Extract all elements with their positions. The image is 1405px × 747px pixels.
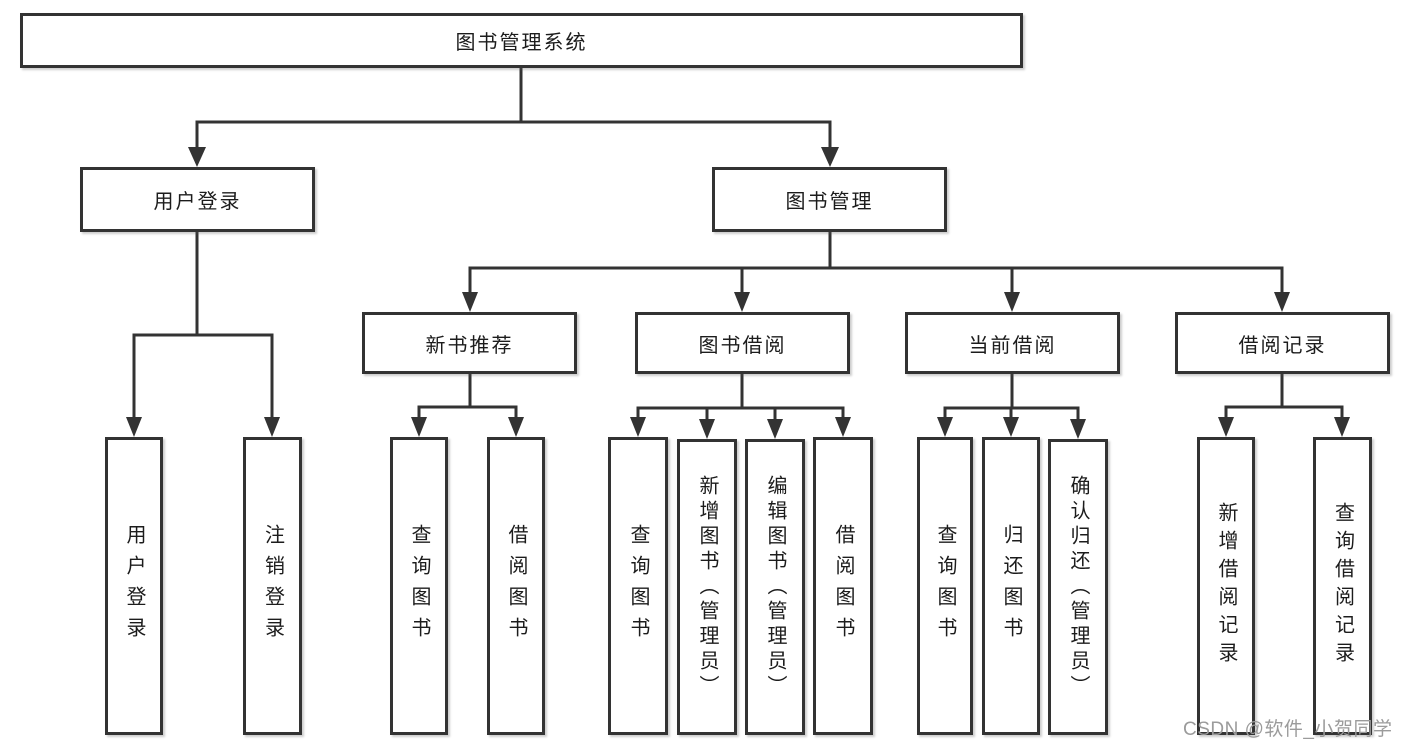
leaf-edit-books-admin: 编辑图书（管理员）: [745, 439, 805, 735]
node-book-borrowing: 图书借阅: [635, 312, 850, 374]
csdn-watermark: CSDN @软件_小贺同学: [1183, 719, 1393, 740]
node-label: 查询图书: [408, 524, 430, 648]
leaf-borrow-borrow-books: 借阅图书: [813, 437, 873, 735]
connector-newbooks-to-leaves: [417, 374, 518, 421]
node-label: 借阅图书: [832, 524, 854, 648]
node-label: 查询借阅记录: [1331, 502, 1354, 670]
node-label: 图书借阅: [698, 334, 787, 357]
node-label: 注销登录: [261, 524, 284, 648]
node-current-borrowing: 当前借阅: [905, 312, 1120, 374]
leaf-add-borrow-record: 新增借阅记录: [1197, 437, 1255, 735]
leaf-newbooks-query-books: 查询图书: [390, 437, 448, 735]
node-label: 归还图书: [1000, 524, 1022, 648]
leaf-return-books: 归还图书: [982, 437, 1040, 735]
connector-root-to-level2: [195, 68, 832, 152]
connector-records-to-leaves: [1224, 374, 1344, 421]
node-label: 用户登录: [153, 191, 242, 213]
leaf-user-login: 用户登录: [105, 437, 163, 735]
node-label: 借阅图书: [505, 524, 527, 648]
node-library-management-system: 图书管理系统: [20, 13, 1023, 68]
node-label: 查询图书: [627, 524, 649, 648]
node-user-login: 用户登录: [80, 167, 315, 232]
connector-currentborrow-to-leaves: [943, 374, 1080, 423]
arrowheads: [126, 147, 1350, 439]
node-label: 确认归还（管理员）: [1067, 474, 1089, 700]
node-book-management: 图书管理: [712, 167, 947, 232]
node-label: 查询图书: [934, 524, 956, 648]
node-label: 借阅记录: [1238, 334, 1327, 357]
node-label: 当前借阅: [968, 334, 1057, 357]
leaf-current-query-books: 查询图书: [917, 437, 973, 735]
connector-login-to-leaves: [132, 232, 274, 421]
node-label: 图书管理: [785, 191, 874, 213]
node-label: 图书管理系统: [455, 32, 588, 54]
node-borrowing-records: 借阅记录: [1175, 312, 1390, 374]
leaf-query-borrow-record: 查询借阅记录: [1313, 437, 1372, 735]
node-label: 用户登录: [123, 524, 145, 648]
leaf-add-books-admin: 新增图书（管理员）: [677, 439, 737, 735]
leaf-borrow-query-books: 查询图书: [608, 437, 668, 735]
node-label: 新增借阅记录: [1215, 502, 1237, 670]
leaf-confirm-return-admin: 确认归还（管理员）: [1048, 439, 1108, 735]
connector-mgmt-to-level3: [468, 232, 1284, 296]
node-new-book-recommend: 新书推荐: [362, 312, 577, 374]
leaf-logout: 注销登录: [243, 437, 302, 735]
node-label: 编辑图书（管理员）: [764, 474, 786, 700]
connector-bookborrow-to-leaves: [636, 374, 845, 423]
node-label: 新增图书（管理员）: [696, 474, 718, 700]
node-label: 新书推荐: [425, 334, 514, 357]
leaf-newbooks-borrow-books: 借阅图书: [487, 437, 545, 735]
